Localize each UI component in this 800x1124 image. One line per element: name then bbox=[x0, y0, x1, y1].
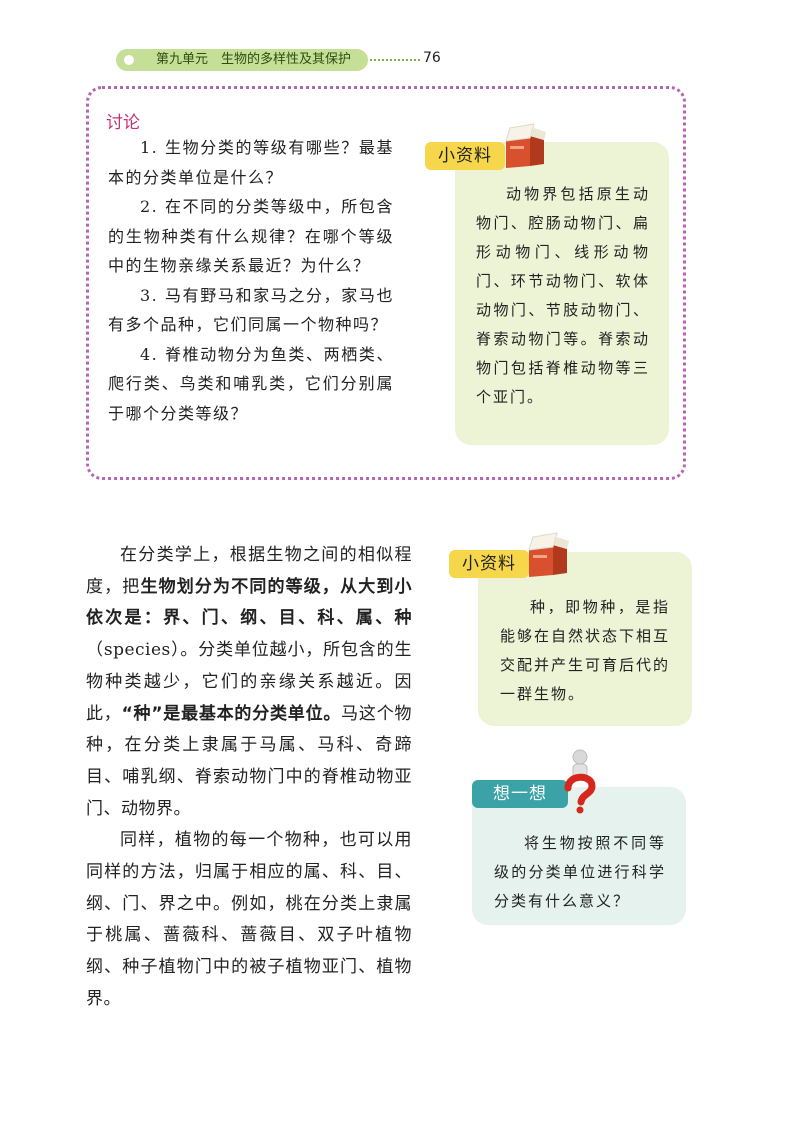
body-paragraph-2: 同样，植物的每一个物种，也可以用同样的方法，归属于相应的属、科、目、纲、门、界之… bbox=[86, 830, 412, 1009]
discussion-title: 讨论 bbox=[106, 113, 140, 133]
question-1: 1. 生物分类的等级有哪些？最基本的分类单位是什么？ bbox=[108, 138, 394, 187]
info-card-2-text: 种，即物种，是指能够在自然状态下相互交配并产生可育后代的一群生物。 bbox=[500, 593, 670, 709]
info-card-1-text: 动物界包括原生动物门、腔肠动物门、扁形动物门、线形动物门、环节动物门、软体动物门… bbox=[476, 180, 650, 412]
info-card-animal-kingdom bbox=[455, 142, 669, 445]
open-box-icon bbox=[528, 532, 569, 577]
info-card-2-paragraph: 种，即物种，是指能够在自然状态下相互交配并产生可育后代的一群生物。 bbox=[500, 598, 671, 703]
info-card-1-paragraph: 动物界包括原生动物门、腔肠动物门、扁形动物门、线形动物门、环节动物门、软体动物门… bbox=[476, 185, 650, 406]
body-p1-levels-bold: 生物划分为不同的等级，从大到小依次是：界、门、纲、目、科、属、种 bbox=[86, 576, 413, 629]
think-card-text: 将生物按照不同等级的分类单位进行科学分类有什么意义？ bbox=[494, 829, 666, 916]
header-dotted-leader bbox=[370, 59, 420, 61]
info-card-1-tag: 小资料 bbox=[425, 142, 505, 170]
question-4: 4. 脊椎动物分为鱼类、两栖类、爬行类、鸟类和哺乳类，它们分别属于哪个分类等级？ bbox=[108, 344, 394, 423]
page-number: 76 bbox=[423, 50, 441, 66]
question-3: 3. 马有野马和家马之分，家马也有多个品种，它们同属一个物种吗？ bbox=[108, 285, 394, 335]
open-box-icon bbox=[505, 123, 546, 168]
question-figure-icon bbox=[564, 749, 596, 814]
body-p1-species-bold: “种”是最基本的分类单位。 bbox=[121, 703, 342, 724]
chapter-title: 第九单元 生物的多样性及其保护 bbox=[156, 52, 352, 67]
body-p1-horse-example: 马这个物种，在分类上隶属于马属、马科、奇蹄目、哺乳纲、脊索动物门中的脊椎动物亚门… bbox=[86, 703, 412, 819]
info-card-species bbox=[478, 552, 692, 726]
body-paragraph-1: 在分类学上，根据生物之间的相似程度，把生物划分为不同的等级，从大到小依次是：界、… bbox=[86, 540, 412, 825]
main-body-text: 在分类学上，根据生物之间的相似程度，把生物划分为不同的等级，从大到小依次是：界、… bbox=[86, 540, 412, 1016]
body-p1-intro: 在分类学上，根据生物之间的相似程度，把 bbox=[86, 545, 412, 597]
header-dot-icon bbox=[124, 55, 134, 65]
question-2: 2. 在不同的分类等级中，所包含的生物种类有什么规律？在哪个等级中的生物亲缘关系… bbox=[108, 197, 394, 275]
discussion-questions: 1. 生物分类的等级有哪些？最基本的分类单位是什么？ 2. 在不同的分类等级中，… bbox=[108, 133, 394, 428]
discussion-box bbox=[86, 86, 686, 480]
think-card-paragraph: 将生物按照不同等级的分类单位进行科学分类有什么意义？ bbox=[494, 834, 666, 910]
think-card-tag: 想一想 bbox=[472, 780, 568, 808]
chapter-header: 第九单元 生物的多样性及其保护 bbox=[116, 49, 368, 71]
body-p1-middle: （species）。分类单位越小，所包含的生物种类越少，它们的亲缘关系越近。因此… bbox=[86, 640, 412, 724]
info-card-2-tag: 小资料 bbox=[449, 550, 529, 578]
